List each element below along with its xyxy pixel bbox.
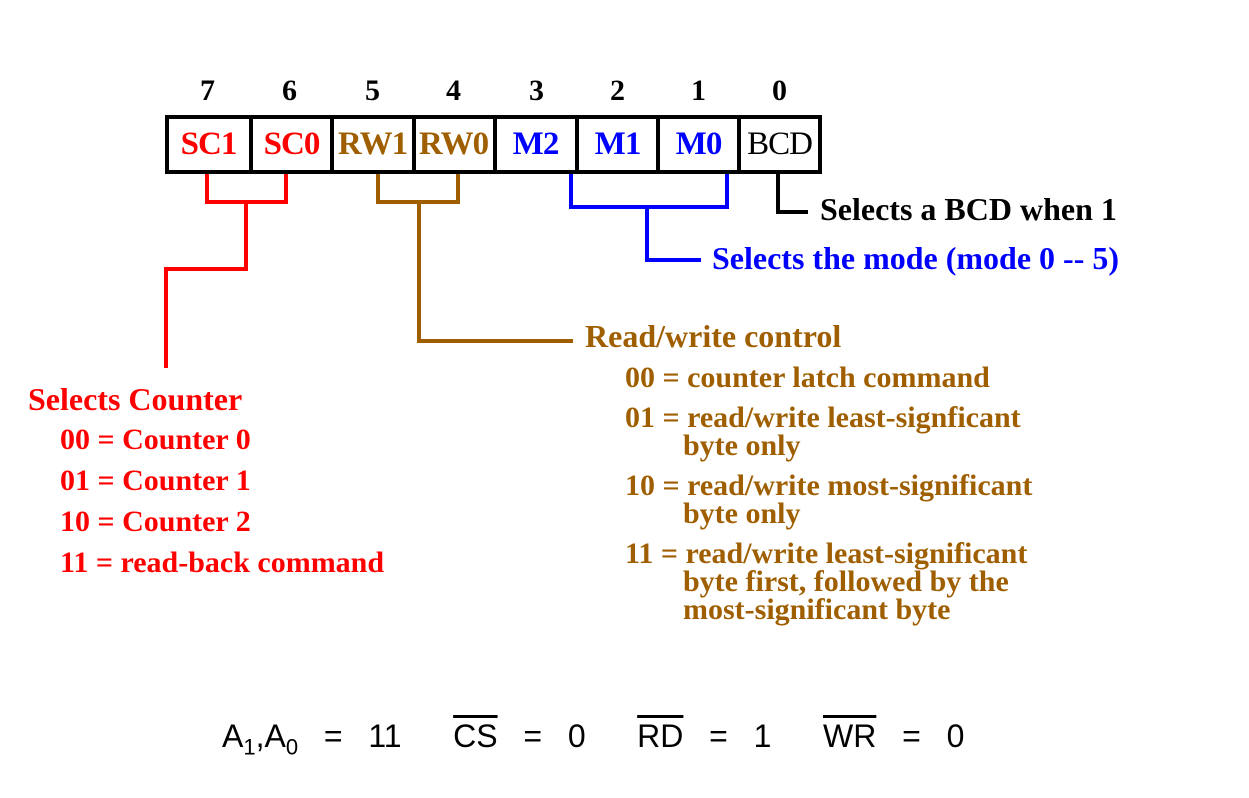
address-value: 11	[368, 718, 402, 754]
select-counter-description: Selects Counter 00 = Counter 0 01 = Coun…	[28, 379, 384, 583]
select-counter-options: 00 = Counter 0 01 = Counter 1 10 = Count…	[28, 419, 384, 583]
rw-option-01: 01 = read/write least-signficant byte on…	[625, 401, 1032, 462]
sc-option-01: 01 = Counter 1	[60, 464, 251, 497]
rd-signal: RD	[637, 718, 684, 754]
bit-number-2: 2	[610, 74, 625, 107]
read-write-leader	[417, 202, 573, 343]
rw-option-01-line1: 01 = read/write least-signficant	[625, 401, 1021, 434]
rw-option-10: 10 = read/write most-significant byte on…	[625, 469, 1033, 530]
cs-equals: =	[523, 718, 543, 754]
wr-value: 0	[946, 718, 965, 754]
read-write-description: Read/write control 00 = counter latch co…	[585, 316, 1033, 626]
sc-option-10: 10 = Counter 2	[60, 505, 251, 538]
wr-equals: =	[902, 718, 921, 754]
mode-description: Selects the mode (mode 0 -- 5)	[712, 240, 1119, 276]
field-rw1: RW1	[337, 126, 408, 162]
read-write-title: Read/write control	[585, 318, 842, 354]
field-m2: M2	[512, 126, 560, 162]
cell-divider	[412, 115, 416, 174]
bit-number-1: 1	[691, 74, 706, 107]
cell-divider	[330, 115, 334, 174]
signal-equation: A1,A0 = 11 CS = 0 RD = 1 WR = 0	[222, 718, 964, 760]
cell-divider	[656, 115, 660, 174]
rd-value: 1	[753, 718, 772, 754]
cell-divider	[493, 115, 497, 174]
address-separator: ,	[255, 718, 265, 754]
rw-option-00: 00 = counter latch command	[625, 361, 990, 394]
rw-option-10-line1: 10 = read/write most-significant	[625, 469, 1033, 502]
cell-divider	[737, 115, 741, 174]
bit-number-4: 4	[446, 74, 461, 107]
bit-number-7: 7	[200, 74, 215, 107]
select-counter-bracket	[205, 173, 288, 204]
select-counter-title: Selects Counter	[28, 381, 243, 417]
wr-signal: WR	[823, 718, 877, 754]
rw-option-11-line2: byte first, followed by the	[683, 565, 1009, 598]
field-bcd: BCD	[747, 126, 813, 162]
mode-bracket	[569, 173, 729, 209]
read-write-bracket	[376, 173, 460, 204]
select-counter-leader	[164, 202, 248, 368]
rd-equals: =	[709, 718, 728, 754]
cell-divider	[575, 115, 579, 174]
cs-signal: CS	[453, 718, 498, 754]
address-a0-subscript: 0	[285, 734, 299, 760]
field-rw0: RW0	[418, 126, 489, 162]
bit-number-6: 6	[282, 74, 297, 107]
rw-option-11-line1: 11 = read/write least-significant	[625, 537, 1028, 570]
rw-option-01-line2: byte only	[683, 429, 801, 462]
address-a1: A	[222, 718, 244, 754]
cs-value: 0	[567, 718, 586, 754]
rw-option-11-line3: most-significant byte	[683, 593, 951, 626]
field-m0: M0	[675, 126, 723, 162]
field-sc0: SC0	[263, 126, 321, 162]
bcd-description: Selects a BCD when 1	[820, 191, 1117, 227]
sc-option-00: 00 = Counter 0	[60, 423, 251, 456]
address-a0: A	[264, 718, 286, 754]
mode-leader	[645, 207, 701, 262]
bcd-leader	[776, 173, 808, 214]
bit-number-5: 5	[365, 74, 380, 107]
cell-divider	[249, 115, 253, 174]
bit-number-3: 3	[529, 74, 544, 107]
rw-option-10-line2: byte only	[683, 497, 801, 530]
field-sc1: SC1	[180, 126, 238, 162]
sc-option-11: 11 = read-back command	[60, 546, 385, 579]
address-equals: =	[323, 718, 343, 754]
field-m1: M1	[594, 126, 642, 162]
rw-option-11: 11 = read/write least-significant byte f…	[625, 537, 1032, 626]
read-write-options: 00 = counter latch command 01 = read/wri…	[585, 360, 1033, 626]
bit-number-0: 0	[772, 74, 787, 107]
address-a1-subscript: 1	[243, 734, 256, 760]
